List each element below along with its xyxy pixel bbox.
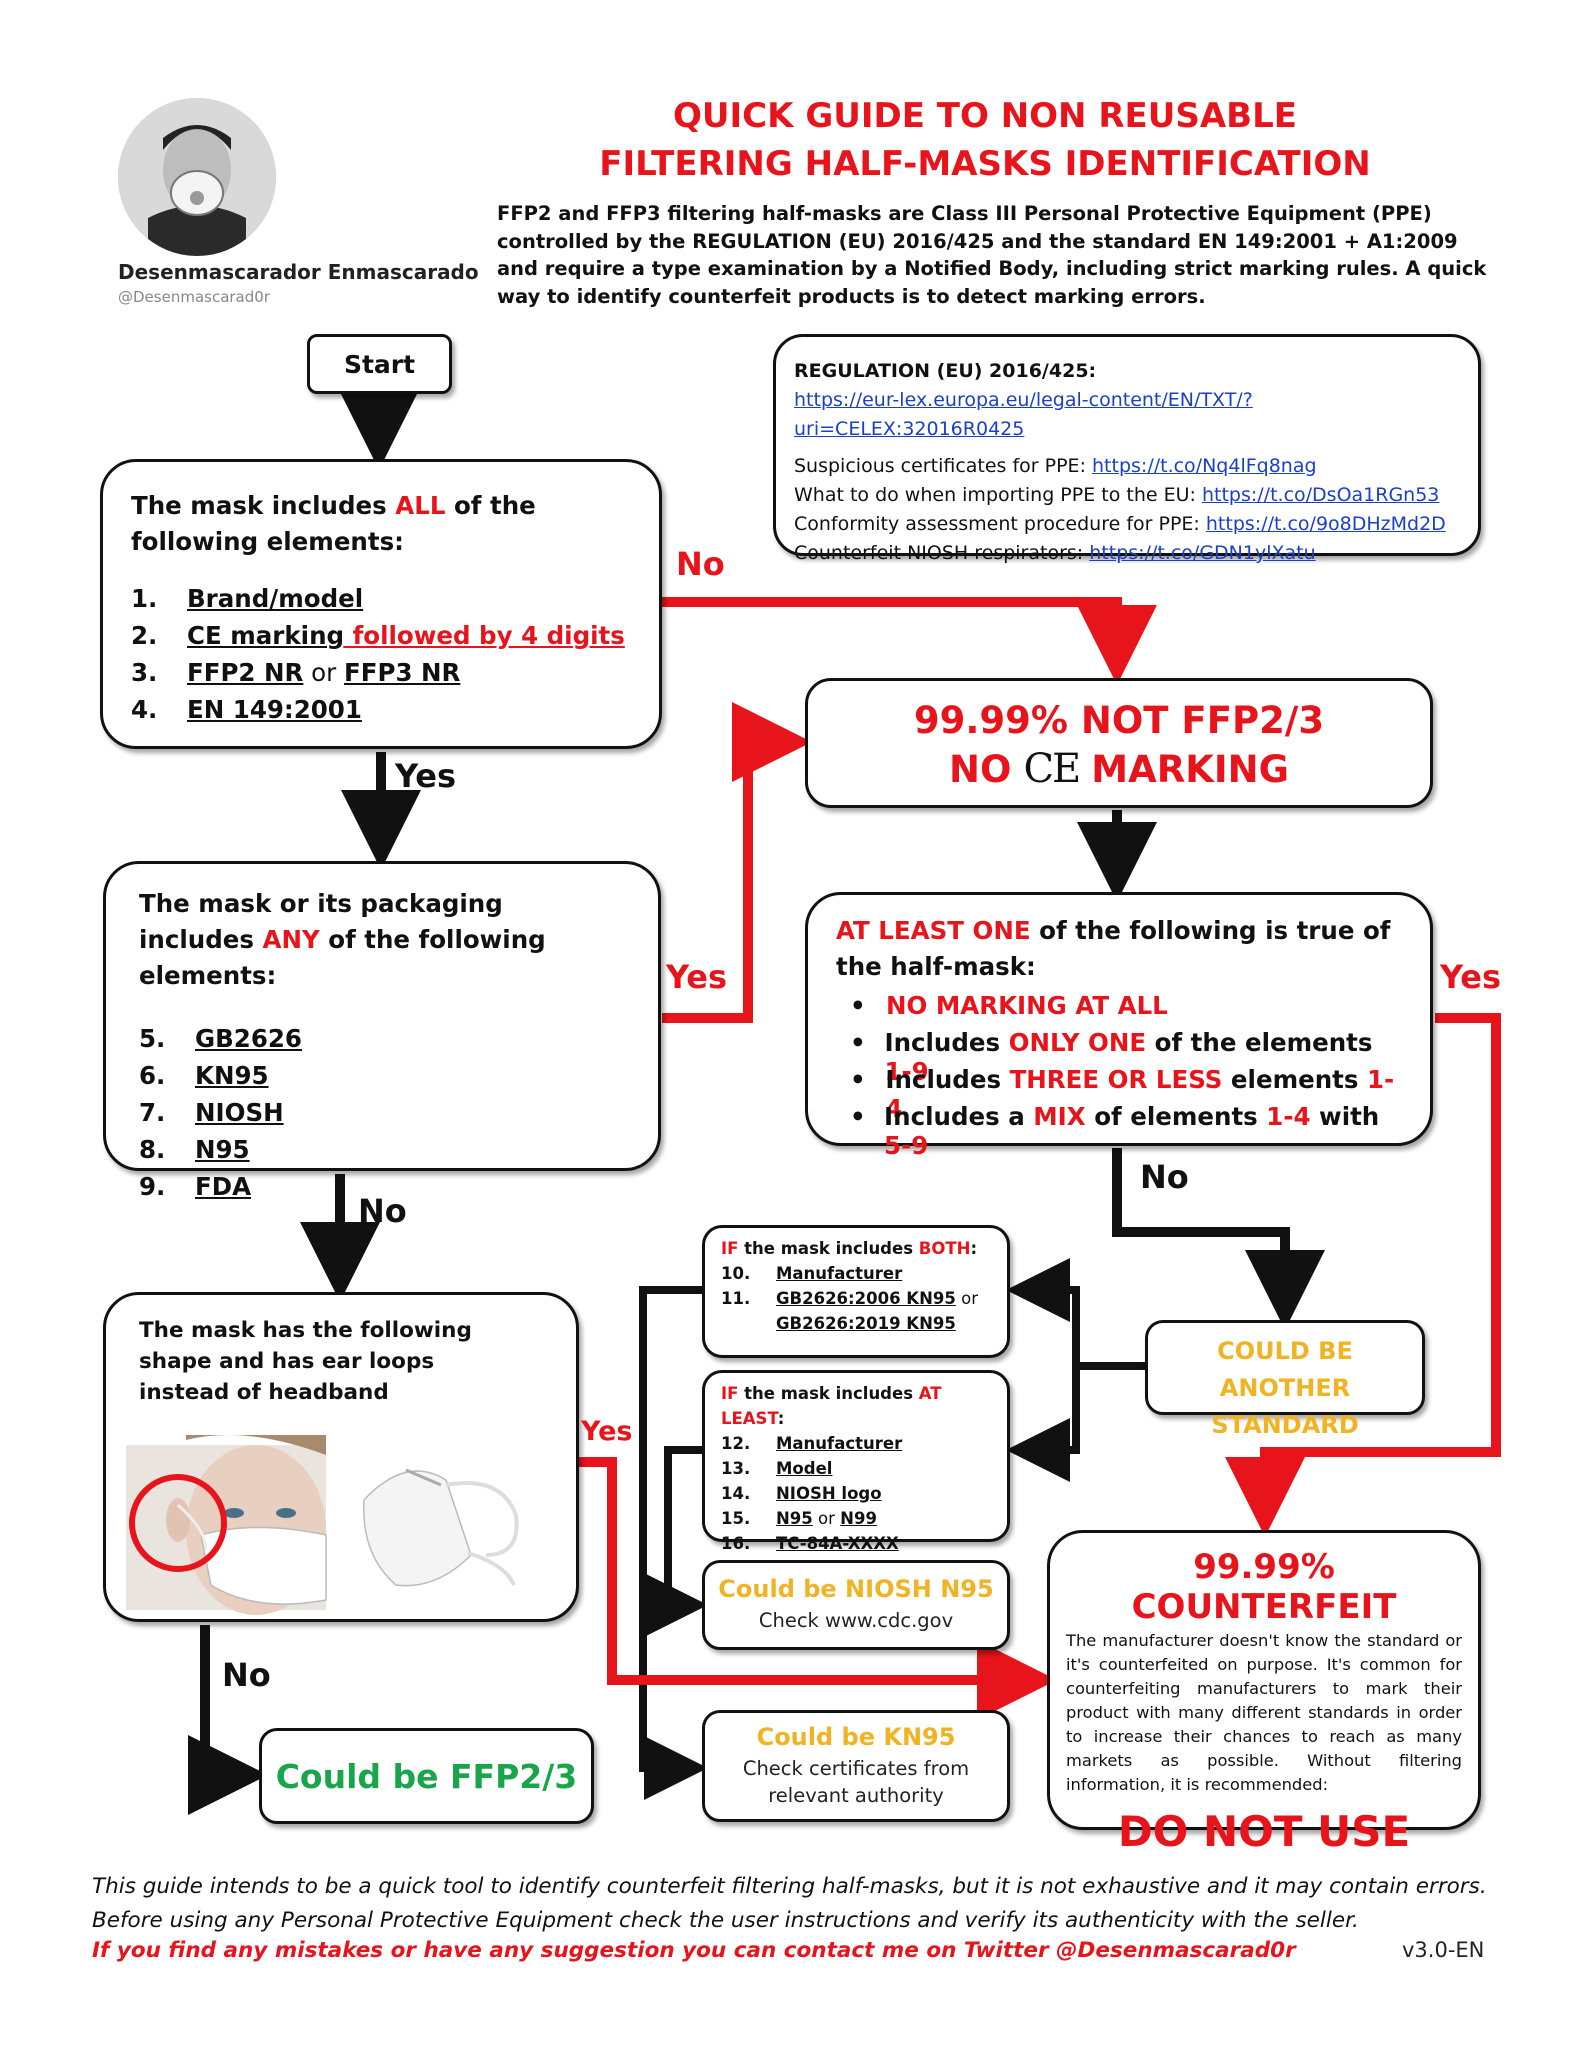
- footer-contact: If you find any mistakes or have any sug…: [92, 1938, 1296, 1963]
- result-could-be-ffp: Could be FFP2/3: [259, 1728, 594, 1824]
- element-list: 1.Brand/model 2.CE marking followed by 4…: [131, 584, 631, 732]
- list-item: 9.FDA: [139, 1172, 252, 1201]
- label-no: No: [222, 1656, 271, 1694]
- footer-disclaimer: This guide intends to be a quick tool to…: [92, 1874, 1487, 1933]
- regulation-heading: REGULATION (EU) 2016/425:: [794, 360, 1097, 382]
- regulation-item-link[interactable]: https://t.co/9o8DHzMd2D: [1205, 513, 1446, 535]
- author-handle: @Desenmascarad0r: [118, 288, 270, 306]
- regulation-item: Counterfeit NIOSH respirators: https://t…: [794, 542, 1316, 564]
- list-item: 14.NIOSH logo: [721, 1484, 882, 1503]
- decision-question: AT LEAST ONE of the following is true of…: [836, 916, 1391, 981]
- arrow-ifleast-niosh: [644, 1446, 708, 1637]
- arrow-to-ifleast: [1006, 1366, 1080, 1482]
- list-item: 13.Model: [721, 1459, 833, 1478]
- list-item: 8.N95: [139, 1135, 250, 1164]
- ce-mark-icon: CE: [1023, 746, 1081, 792]
- result-headline: 99.99% NOT FFP2/3: [913, 699, 1325, 742]
- condition-heading: IF the mask includes BOTH:: [721, 1239, 978, 1258]
- arrow-ifboth-kn95: [639, 1286, 708, 1800]
- label-no: No: [1140, 1158, 1189, 1196]
- regulation-item: Conformity assessment procedure for PPE:…: [794, 513, 1446, 535]
- mask-photo-icon: [126, 1435, 519, 1615]
- label-yes: Yes: [1440, 958, 1501, 996]
- list-item: 1.Brand/model: [131, 584, 364, 613]
- regulation-item-link[interactable]: https://t.co/DsOa1RGn53: [1201, 484, 1440, 506]
- label-no: No: [358, 1192, 407, 1230]
- list-item: GB2626:2019 KN95: [776, 1314, 956, 1333]
- page-title-line1: QUICK GUIDE TO NON REUSABLE: [673, 96, 1297, 136]
- decision-any-elements: The mask or its packaging includes ANY o…: [103, 861, 661, 1201]
- start-node: Start: [307, 334, 452, 394]
- regulation-item: Suspicious certificates for PPE: https:/…: [794, 455, 1317, 477]
- condition-heading: IF the mask includes AT LEAST:: [721, 1384, 942, 1428]
- list-item: 7.NIOSH: [139, 1098, 284, 1127]
- decision-question: The mask has the following shape and has…: [139, 1318, 472, 1405]
- result-not-ffp: 99.99% NOT FFP2/3 NO CE MARKING: [805, 678, 1433, 808]
- result-title: Could be KN95: [756, 1723, 956, 1751]
- do-not-use-label: DO NOT USE: [1117, 1807, 1411, 1856]
- result-counterfeit: 99.99% COUNTERFEIT The manufacturer does…: [1047, 1530, 1481, 1856]
- label-yes: Yes: [666, 958, 727, 996]
- regulation-link[interactable]: https://eur-lex.europa.eu/legal-content/…: [794, 389, 1253, 440]
- list-item: 6.KN95: [139, 1061, 269, 1090]
- list-item: 4.EN 149:2001: [131, 695, 362, 724]
- list-item: •Includes ONLY ONE of the elements 1-9: [850, 1028, 1373, 1086]
- no-ce-marking-line: NO CE MARKING: [949, 746, 1289, 792]
- condition-kn95: IF the mask includes BOTH: 10.Manufactur…: [702, 1225, 1010, 1358]
- condition-list: •NO MARKING AT ALL •Includes ONLY ONE of…: [836, 991, 1402, 1160]
- result-subtitle: Check certificates from: [742, 1757, 970, 1780]
- decision-question: The mask includes ALL of the following e…: [131, 491, 536, 556]
- list-item: 15.N95 or N99: [721, 1509, 877, 1528]
- label-yes: Yes: [395, 757, 456, 795]
- author-name: Desenmascarador Enmascarado: [118, 260, 479, 284]
- arrow-box1-no: [662, 597, 1157, 685]
- list-item: •Includes a MIX of elements 1-4 with 5-9: [850, 1102, 1380, 1160]
- result-niosh-n95: Could be NIOSH N95 Check www.cdc.gov: [702, 1560, 1010, 1650]
- list-item: 2.CE marking followed by 4 digits: [131, 621, 625, 650]
- decision-at-least-one: AT LEAST ONE of the following is true of…: [805, 892, 1433, 1160]
- label-no: No: [676, 545, 725, 583]
- regulation-item: What to do when importing PPE to the EU:…: [794, 484, 1440, 506]
- decision-all-elements: The mask includes ALL of the following e…: [100, 459, 662, 749]
- result-kn95: Could be KN95 Check certificates from re…: [702, 1710, 1010, 1822]
- result-subtitle: Check www.cdc.gov: [758, 1609, 954, 1632]
- list-item: 5.GB2626: [139, 1024, 302, 1053]
- author-avatar: [118, 98, 276, 256]
- list-item: 12.Manufacturer: [721, 1434, 903, 1453]
- intro-text: FFP2 and FFP3 filtering half-masks are C…: [497, 202, 1487, 308]
- label-yes: Yes: [581, 1416, 633, 1447]
- result-subtitle: relevant authority: [768, 1784, 944, 1807]
- list-item: 3.FFP2 NR or FFP3 NR: [131, 658, 461, 687]
- arrow-shape-no: [188, 1625, 268, 1815]
- result-another-standard: COULD BE ANOTHER STANDARD: [1145, 1320, 1425, 1439]
- condition-niosh: IF the mask includes AT LEAST: 12.Manufa…: [702, 1370, 1010, 1553]
- list-item: 11.GB2626:2006 KN95 or: [721, 1289, 978, 1308]
- decision-question: The mask or its packaging includes ANY o…: [139, 889, 546, 990]
- regulation-item-link[interactable]: https://t.co/GDN1ylXatu: [1089, 542, 1316, 564]
- version-label: v3.0-EN: [1402, 1938, 1485, 1962]
- regulation-item-link[interactable]: https://t.co/Nq4lFq8nag: [1092, 455, 1317, 477]
- result-description: The manufacturer doesn't know the standa…: [1066, 1631, 1462, 1794]
- list-item: 16.TC-84A-XXXX: [721, 1534, 899, 1553]
- decision-mask-shape: The mask has the following shape and has…: [103, 1292, 579, 1622]
- page-title-line2: FILTERING HALF-MASKS IDENTIFICATION: [599, 144, 1371, 184]
- result-title: Could be NIOSH N95: [718, 1575, 994, 1603]
- arrow-to-ifboth: [1006, 1258, 1080, 1366]
- regulation-box: REGULATION (EU) 2016/425: https://eur-le…: [773, 334, 1481, 564]
- result-headline: 99.99% COUNTERFEIT: [1131, 1547, 1397, 1627]
- list-item: 10.Manufacturer: [721, 1264, 903, 1283]
- element-list: 5.GB2626 6.KN95 7.NIOSH 8.N95 9.FDA: [139, 1024, 625, 1209]
- masked-person-icon: [118, 98, 276, 256]
- list-item: •NO MARKING AT ALL: [850, 991, 1168, 1020]
- list-item: •Includes THREE OR LESS elements 1-4: [850, 1065, 1395, 1123]
